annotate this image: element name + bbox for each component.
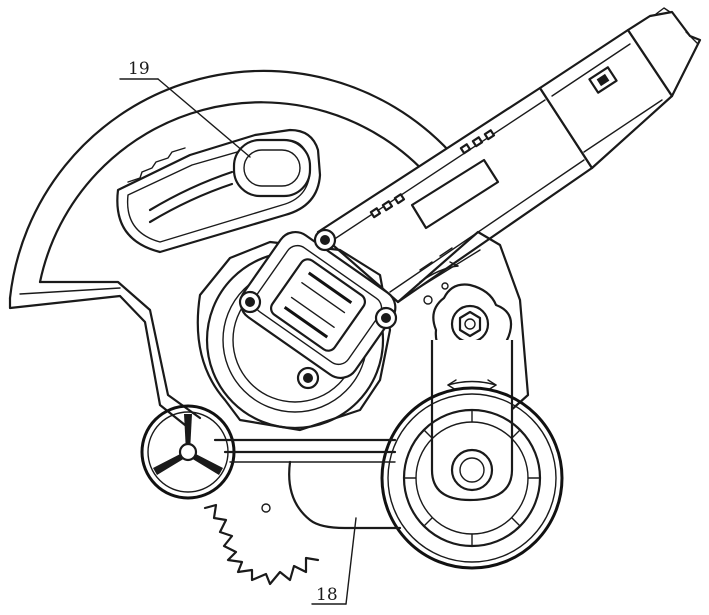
handle-housing bbox=[316, 7, 702, 304]
leader-lines bbox=[119, 78, 357, 605]
blade-guard bbox=[8, 69, 452, 427]
adjustment-slot bbox=[116, 128, 322, 254]
rear-wheel bbox=[380, 386, 564, 570]
bracket-plate bbox=[396, 230, 530, 422]
front-wheel bbox=[140, 404, 236, 500]
callout-18: 18 bbox=[316, 585, 338, 605]
saw-blade bbox=[203, 503, 320, 586]
bolt-heads bbox=[238, 228, 398, 390]
base-rail bbox=[213, 438, 402, 530]
callout-19: 19 bbox=[128, 59, 150, 79]
arbor-assembly bbox=[196, 228, 398, 432]
